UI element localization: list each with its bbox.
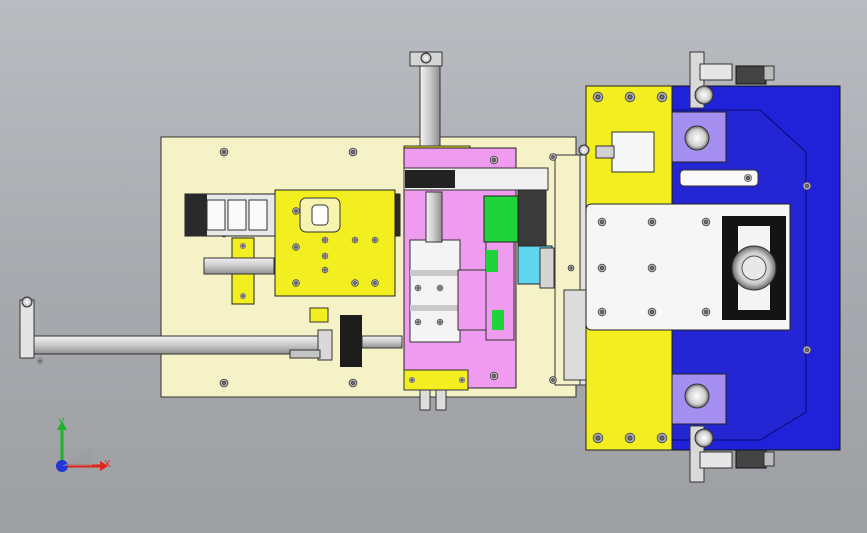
lavender-cam-top [671, 111, 727, 163]
horizontal-air-cylinder [19, 296, 403, 367]
x-axis-label: X [104, 459, 111, 470]
sensor-blocks [483, 189, 555, 330]
yellow-clamp-bracket [203, 237, 275, 305]
latch-bar [679, 169, 759, 187]
yellow-slide-plate [274, 189, 396, 297]
white-fixture-plate [585, 203, 791, 331]
coordinate-triad: X Y [56, 417, 111, 472]
y-axis-label: Y [58, 417, 65, 428]
pneumatic-valve [578, 131, 655, 173]
lavender-cam-bottom [671, 373, 727, 425]
toggle-clamp-top [689, 51, 775, 109]
toggle-clamp-bottom [689, 425, 775, 483]
pink-slide-block [403, 147, 549, 411]
